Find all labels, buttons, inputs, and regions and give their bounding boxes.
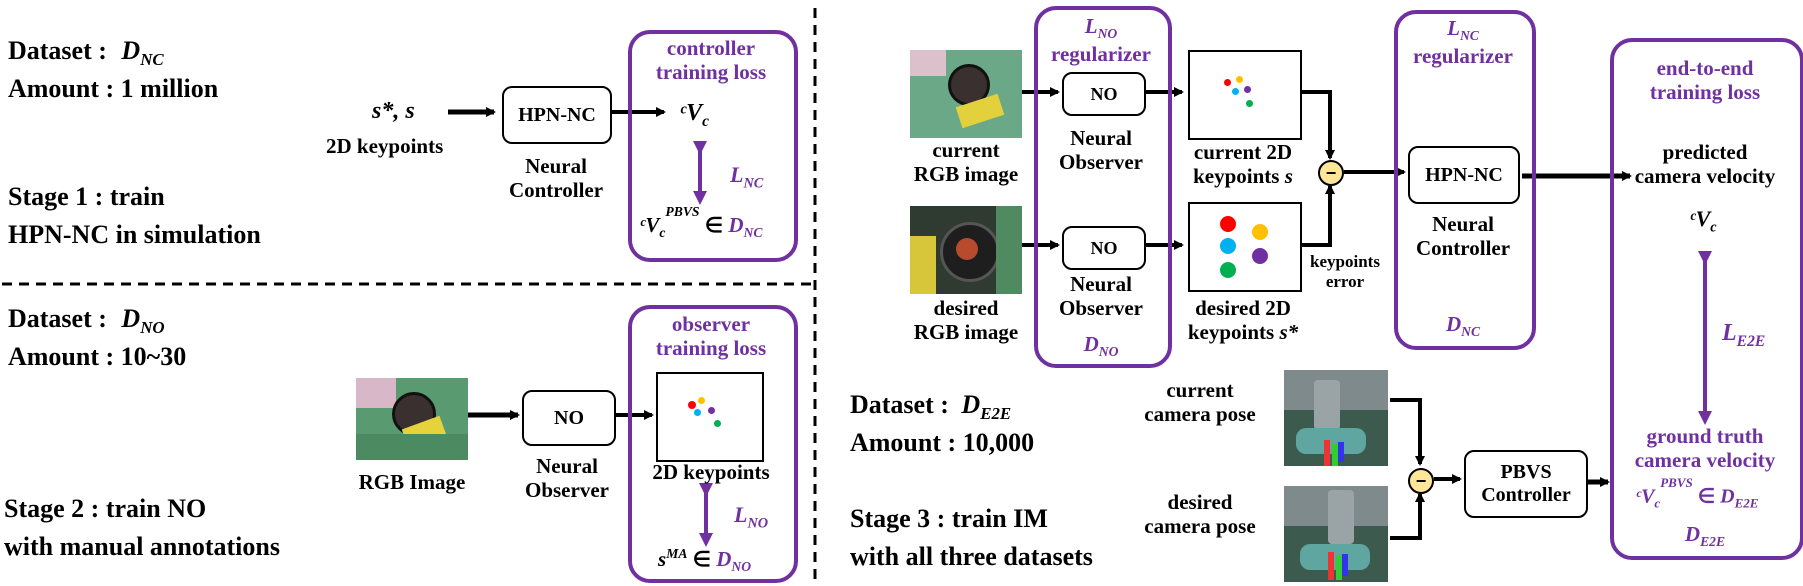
stage1-title-line1: Stage 1 : train [8,182,165,211]
stage3-gt-velocity-label: ground truth camera velocity [1634,424,1776,473]
keypoint-yellow [1252,224,1268,240]
stage3-dataset: Dataset : DE2E [850,390,1012,424]
stage3-current-image-label: current RGB image [913,138,1019,187]
stage2-kp-label: 2D keypoints [652,460,770,484]
stage3-predicted-velocity-symbol: ᶜVc [1690,206,1717,236]
stage3-e2e-title: end-to-end training loss [1649,56,1761,105]
stage2-loss-no: LNO [734,502,769,532]
stage3-nc-regularizer-box [1394,10,1536,350]
stage3-nc-regularizer-title: LNC regularizer [1413,16,1513,68]
stage1-title-line2: HPN-NC in simulation [8,220,261,249]
stage3-desired-pose-label: desired camera pose [1144,490,1256,539]
stage3-desired-keypoints-canvas [1188,202,1302,292]
stage3-title-line1: Stage 3 : train IM [850,504,1048,533]
keypoint-blue [1232,88,1239,95]
keypoint-red [688,401,696,409]
stage1-output-velocity: ᶜVc [680,100,710,130]
stage3-current-keypoints-label: current 2D keypoints s [1193,140,1293,189]
stage3-observer-caption-desired: Neural Observer [1059,272,1143,321]
stage3-observer-caption-current: Neural Observer [1059,126,1143,175]
stage2-title-line1: Stage 2 : train NO [4,494,207,523]
stage3-current-keypoints-canvas [1188,50,1302,140]
keypoints-error-label: keypoints error [1310,252,1380,291]
stage1-dataset: Dataset : DNC [8,36,164,70]
stage2-observer-caption: Neural Observer [525,454,609,503]
stage3-pbvs-controller-box: PBVS Controller [1464,450,1588,518]
stage1-amount: Amount : 1 million [8,74,219,103]
stage1-target-velocity: ᶜVcPBVS ∈ DNC [640,204,763,241]
stage2-no-box: NO [522,390,616,446]
stage3-desired-pose-image [1284,486,1388,582]
keypoint-green [1246,100,1253,107]
keypoint-red [1220,216,1236,232]
stage3-no-box-desired: NO [1062,226,1146,270]
stage3-title-line2: with all three datasets [850,542,1093,571]
stage3-no-regularizer-title: LNO regularizer [1051,14,1151,66]
keypoint-green [714,420,721,427]
keypoint-blue [1220,238,1236,254]
stage1-input-label: 2D keypoints [326,134,444,158]
stage1-input-symbols: s*, s [372,98,415,124]
keypoint-yellow [698,397,705,404]
stage3-current-pose-label: current camera pose [1144,378,1256,427]
keypoint-red [1224,79,1231,86]
keypoint-purple [708,407,715,414]
stage1-hpn-nc-box: HPN-NC [502,86,612,144]
stage2-loss-box [628,305,798,583]
stage3-controller-dataset: DNC [1445,312,1481,340]
stage2-keypoints-canvas [656,372,764,462]
stage3-desired-rgb-image [910,206,1022,294]
stage2-loss-title: observer training loss [655,312,767,361]
stage3-e2e-loss-box [1610,38,1803,560]
keypoint-purple [1252,248,1268,264]
keypoint-green [1220,262,1236,278]
keypoint-yellow [1236,76,1243,83]
stage3-current-pose-image [1284,370,1388,466]
pose-minus-node: − [1408,468,1434,494]
stage2-dataset: Dataset : DNO [8,304,165,338]
stage3-no-box-current: NO [1062,72,1146,116]
stage3-desired-image-label: desired RGB image [913,296,1019,345]
stage3-observer-dataset: DNO [1083,332,1119,360]
stage2-amount: Amount : 10~30 [8,342,187,371]
stage3-e2e-loss: LE2E [1722,320,1766,350]
stage2-image-label: RGB Image [358,470,466,494]
stage1-controller-caption: Neural Controller [508,154,604,203]
stage3-amount: Amount : 10,000 [850,428,1035,457]
keypoint-purple [1244,86,1251,93]
stage2-title-line2: with manual annotations [4,532,280,561]
stage3-hpn-nc-box: HPN-NC [1408,146,1520,204]
keypoints-minus-node: − [1318,160,1344,186]
stage2-target-kp: sMA ∈ DNO [658,546,752,575]
stage2-rgb-image [356,378,468,460]
stage3-current-rgb-image [910,50,1022,138]
stage3-desired-keypoints-label: desired 2D keypoints s* [1187,296,1299,345]
keypoint-blue [694,409,701,416]
stage3-gt-velocity-symbol: ᶜVcPBVS ∈ DE2E [1636,475,1759,511]
stage1-loss-box [628,30,798,262]
stage3-no-regularizer-box [1034,6,1172,368]
stage3-controller-caption: Neural Controller [1415,212,1511,261]
stage3-predicted-velocity-label: predicted camera velocity [1634,140,1776,189]
stage3-e2e-dataset: DE2E [1684,522,1726,550]
stage1-loss-title: controller training loss [655,36,767,85]
stage1-loss-nc: LNC [730,162,764,192]
